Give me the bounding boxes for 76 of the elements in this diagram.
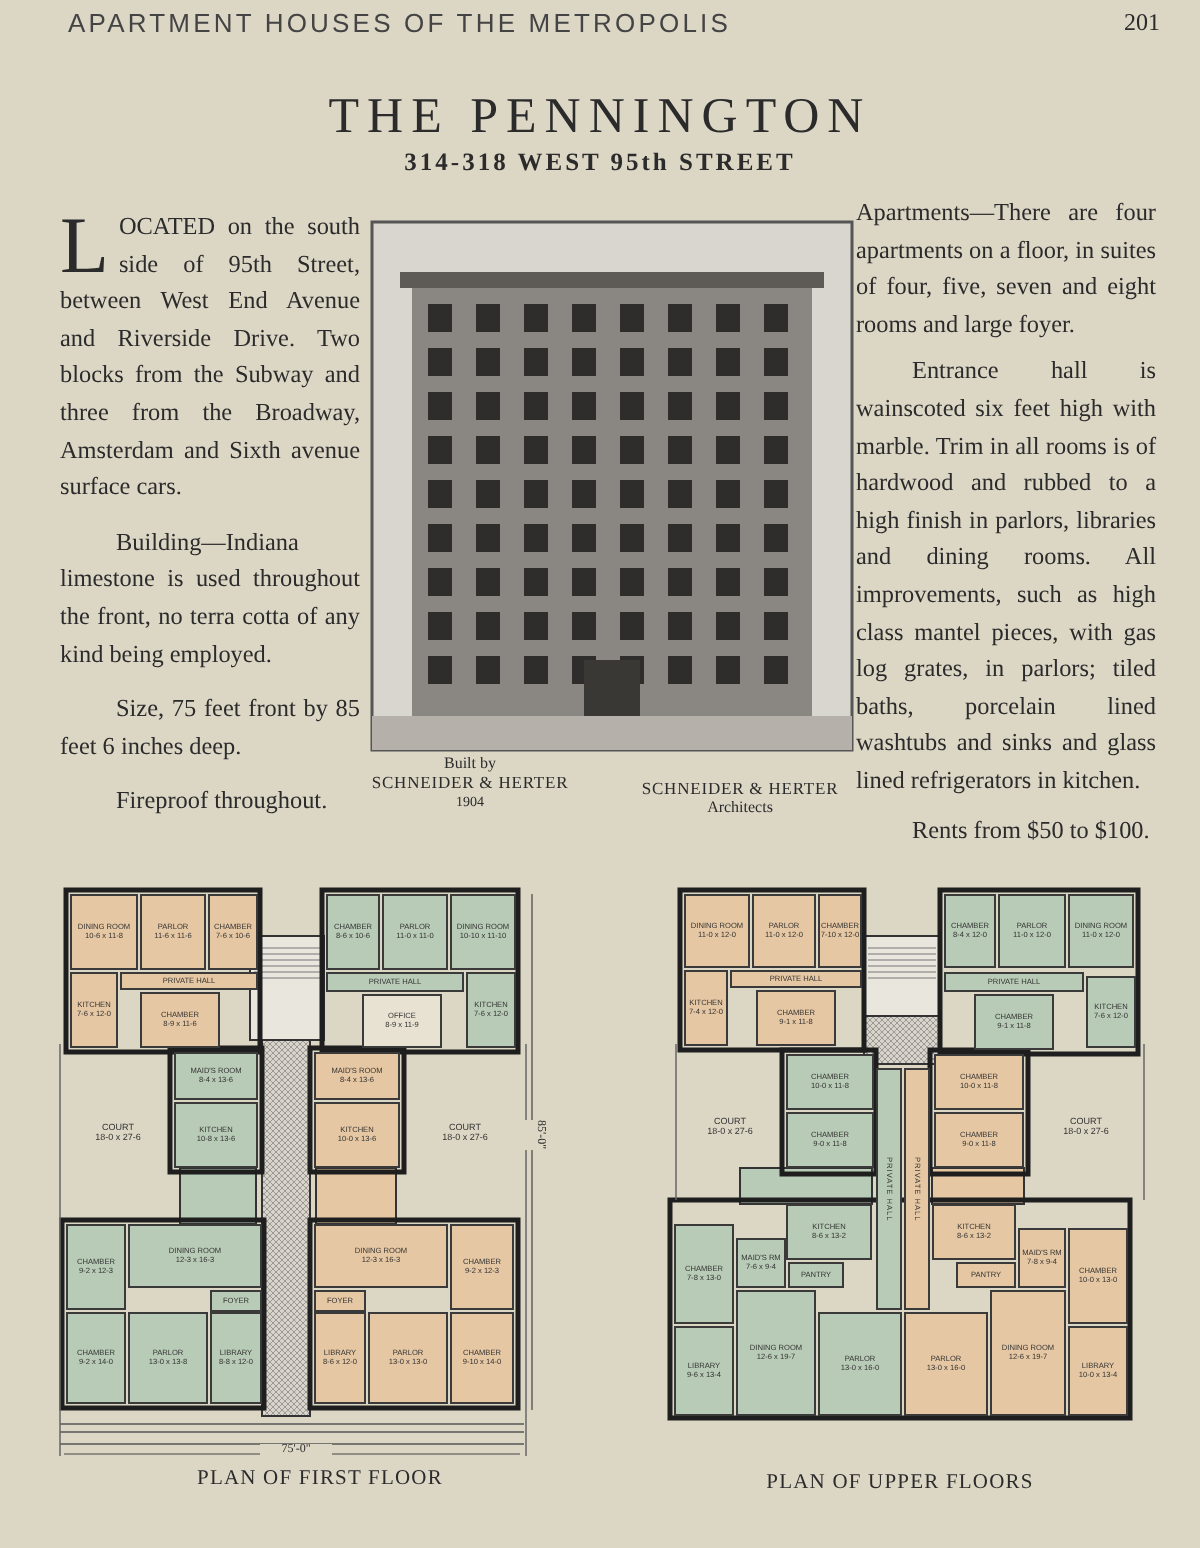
room (956, 1262, 1016, 1288)
room (314, 1224, 448, 1288)
room (752, 894, 816, 968)
room (382, 894, 448, 970)
room (314, 1102, 400, 1168)
room (210, 1312, 262, 1404)
room (730, 970, 862, 988)
room (314, 1312, 366, 1404)
paragraph: Fireproof throughout. (114, 784, 330, 819)
room (944, 972, 1084, 992)
photo-caption: Architects (705, 798, 775, 816)
paragraph: Building—Indiana limestone is used throughout the front, no terra cotta of any kind being employed. (60, 525, 360, 672)
page-title: THE PENNINGTON (326, 88, 874, 148)
address-subtitle: 314-318 WEST 95th STREET (402, 148, 798, 178)
room (70, 972, 118, 1048)
room (674, 1326, 734, 1416)
room (944, 894, 996, 968)
page-number: 201 (1122, 8, 1160, 38)
room (368, 1312, 448, 1404)
room (788, 1262, 844, 1288)
room (990, 1290, 1066, 1416)
room (140, 894, 206, 970)
room (684, 970, 728, 1046)
room (674, 1224, 734, 1324)
room (736, 1290, 816, 1416)
room (1068, 894, 1134, 968)
room (818, 894, 862, 968)
room (876, 1068, 902, 1310)
room (932, 1204, 1016, 1260)
room (326, 972, 464, 992)
room (70, 894, 138, 970)
room (904, 1312, 988, 1416)
room (450, 894, 516, 970)
room (818, 1312, 902, 1416)
paragraph: Entrance hall is wainscoted six feet high with marble. Trim in all rooms is of hardwood and rubbed to a high finish in parlors, libraries and dining rooms. All improvements, such as high class mantel pieces, with gas log grates, in parlors; tiled baths, porcelain lined washtubs and sinks and glass lined refrigerators in kitchen. (856, 354, 1156, 798)
room (450, 1312, 514, 1404)
room (1068, 1228, 1128, 1324)
room (450, 1224, 514, 1310)
room (326, 894, 380, 970)
photo-caption: SCHNEIDER & HERTER (639, 778, 841, 798)
photo-caption: SCHNEIDER & HERTER (369, 772, 571, 792)
paragraph: Apartments—There are four apartments on a floor, in suites of four, five, seven and eight rooms and large foyer. (856, 196, 1156, 342)
room (314, 1290, 366, 1312)
room (140, 992, 220, 1048)
room (174, 1102, 258, 1168)
room (128, 1312, 208, 1404)
room (786, 1204, 872, 1260)
paragraph: Rents from $50 to $100. (910, 813, 1152, 847)
room (684, 894, 750, 968)
room (1018, 1228, 1066, 1288)
room (934, 1054, 1024, 1110)
room (66, 1224, 126, 1310)
room (786, 1112, 874, 1168)
room (756, 990, 836, 1046)
room (314, 1052, 400, 1100)
room (120, 972, 258, 990)
room (1086, 976, 1136, 1048)
running-header: APARTMENT HOUSES OF THE METROPOLIS (68, 8, 734, 38)
room (174, 1052, 258, 1100)
paragraph: Size, 75 feet front by 85 feet 6 inches deep. (60, 692, 360, 764)
room (362, 994, 442, 1048)
room (1068, 1326, 1128, 1416)
room (736, 1238, 786, 1288)
plan-caption: PLAN OF FIRST FLOOR (195, 1468, 445, 1490)
room (208, 894, 258, 970)
room (128, 1224, 262, 1288)
room (210, 1290, 262, 1312)
room (934, 1112, 1024, 1168)
plan-caption: PLAN OF UPPER FLOORS (764, 1472, 1036, 1494)
photo-caption: Built by (441, 754, 498, 772)
room (466, 972, 516, 1048)
room (998, 894, 1066, 968)
room (786, 1054, 874, 1110)
room (66, 1312, 126, 1404)
room (974, 994, 1054, 1050)
room (904, 1068, 930, 1310)
